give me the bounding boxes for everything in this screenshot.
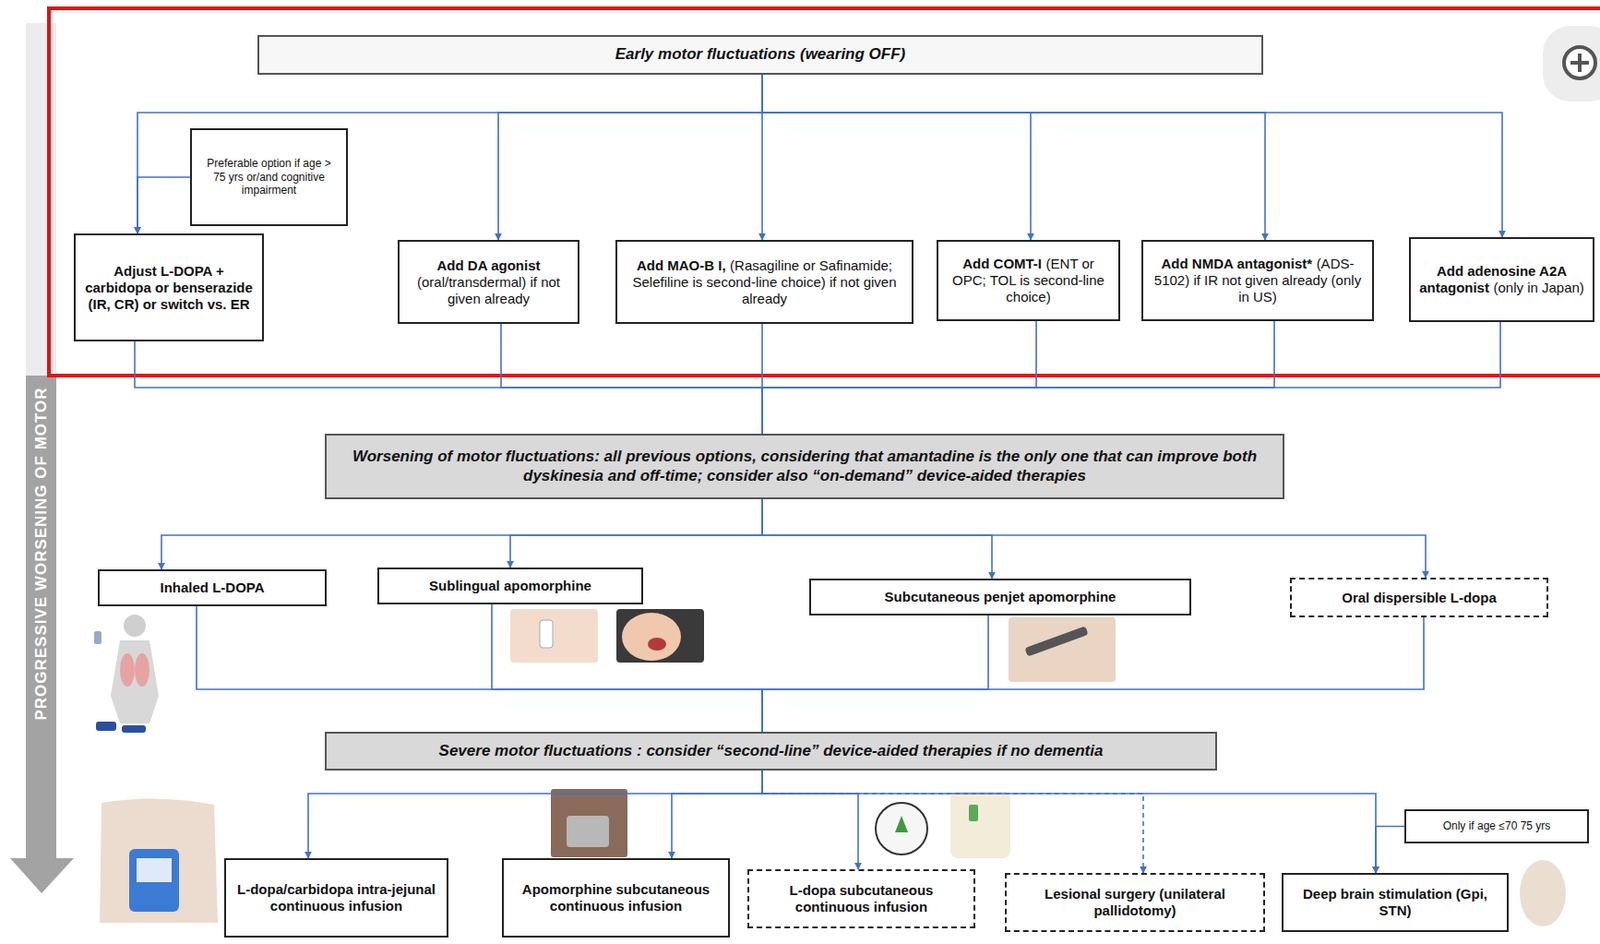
text-wrap: L-dopa/carbidopa intra-jejunal continuou… xyxy=(233,881,440,915)
box-text: Only if age ≤70 75 yrs xyxy=(1443,819,1552,833)
box-text: Add DA agonist xyxy=(406,257,571,275)
text-wrap: Add MAO-B I,(Rasagiline or Safinamide; S… xyxy=(624,257,905,308)
text-wrap: Add DA agonist(oral/transdermal) if not … xyxy=(406,257,571,308)
box-text: Adjust L-DOPA + carbidopa or benserazide… xyxy=(84,262,253,312)
box-text: Deep brain stimulation (Gpi, STN) xyxy=(1302,885,1488,919)
text-wrap: Early motor fluctuations (wearing OFF) xyxy=(615,45,907,64)
therapy-box: Lesional surgery (unilateral pallidotomy… xyxy=(1004,872,1266,932)
connector xyxy=(762,321,1037,434)
box-text: Inhaled L-DOPA xyxy=(159,579,264,596)
penjet-illustration xyxy=(1008,617,1116,682)
treatment-box: Add MAO-B I,(Rasagiline or Safinamide; S… xyxy=(615,239,914,324)
therapy-box: L-dopa/carbidopa intra-jejunal continuou… xyxy=(224,858,449,938)
head-illustration xyxy=(1519,859,1566,927)
pump-illustration xyxy=(99,798,218,923)
connector xyxy=(762,770,859,870)
box-text: Preferable option if age > 75 yrs or/and… xyxy=(206,156,331,197)
stage-band: Severe motor fluctuations : consider “se… xyxy=(324,731,1218,771)
box-text: Early motor fluctuations (wearing OFF) xyxy=(615,45,907,63)
inhaler-figure xyxy=(94,614,159,733)
connector xyxy=(762,499,992,579)
stage-band: Worsening of motor fluctuations: all pre… xyxy=(324,433,1285,500)
therapy-box: Subcutaneous penjet apomorphine xyxy=(809,578,1192,616)
connector xyxy=(501,323,763,434)
text-wrap: Subcutaneous penjet apomorphine xyxy=(884,588,1117,606)
box-text: Worsening of motor fluctuations: all pre… xyxy=(352,447,1257,484)
text-wrap: Lesional surgery (unilateral pallidotomy… xyxy=(1014,885,1256,920)
connector xyxy=(137,177,191,234)
box-text: L-dopa/carbidopa intra-jejunal continuou… xyxy=(237,881,436,914)
connector xyxy=(762,499,1426,578)
box-detail: (oral/transdermal) if not given already xyxy=(417,274,561,307)
progress-arrow xyxy=(10,23,74,894)
subcutaneous-device-illustration xyxy=(875,791,1011,859)
connector xyxy=(308,770,763,859)
connector xyxy=(762,322,1501,434)
apomorphine-pump-illustration xyxy=(550,788,628,858)
treatment-box: Add COMT-I(ENT or OPC; TOL is second-lin… xyxy=(936,239,1121,322)
connector xyxy=(137,74,763,234)
treatment-box: Add NMDA antagonist*(ADS-5102) if IR not… xyxy=(1141,239,1374,322)
connector xyxy=(762,770,1144,873)
box-detail: (only in Japan) xyxy=(1492,279,1584,296)
connector xyxy=(510,499,763,568)
text-wrap: Sublingual apomorphine xyxy=(429,577,592,595)
connector xyxy=(196,606,763,732)
text-wrap: Add COMT-I(ENT or OPC; TOL is second-lin… xyxy=(945,255,1111,306)
highlight-frame xyxy=(48,8,1600,376)
connector xyxy=(762,770,1376,873)
stage-header: Early motor fluctuations (wearing OFF) xyxy=(257,35,1264,75)
text-wrap: Severe motor fluctuations : consider “se… xyxy=(439,741,1104,761)
note-box: Only if age ≤70 75 yrs xyxy=(1404,809,1589,844)
zoom-icon xyxy=(1542,25,1600,102)
axis-label: PROGRESSIVE WORSENING OF MOTOR xyxy=(31,386,50,720)
box-text: Add MAO-B I, xyxy=(636,257,727,274)
box-text: Add COMT-I xyxy=(962,255,1042,272)
therapy-box: L-dopa subcutaneous continuous infusion xyxy=(747,869,976,929)
text-wrap: Apomorphine subcutaneous continuous infu… xyxy=(511,881,721,915)
connector xyxy=(498,74,763,240)
sublingual-illustration xyxy=(510,608,705,663)
treatment-box: Adjust L-DOPA + carbidopa or benserazide… xyxy=(73,233,264,342)
text-wrap: Inhaled L-DOPA xyxy=(159,579,264,597)
box-text: Lesional surgery (unilateral pallidotomy… xyxy=(1044,885,1226,919)
box-text: Apomorphine subcutaneous continuous infu… xyxy=(522,881,710,914)
connector xyxy=(762,615,989,732)
note-box: Preferable option if age > 75 yrs or/and… xyxy=(190,128,348,227)
connector xyxy=(671,770,763,859)
box-text: L-dopa subcutaneous continuous infusion xyxy=(789,882,934,915)
treatment-box: Add DA agonist(oral/transdermal) if not … xyxy=(397,239,580,324)
text-wrap: Only if age ≤70 75 yrs xyxy=(1443,819,1552,833)
treatment-box: Add adenosine A2A antagonist(only in Jap… xyxy=(1408,237,1595,323)
text-wrap: Adjust L-DOPA + carbidopa or benserazide… xyxy=(83,262,255,313)
connector xyxy=(161,499,763,570)
connector xyxy=(762,617,1424,732)
text-wrap: Preferable option if age > 75 yrs or/and… xyxy=(199,156,339,197)
therapy-box: Deep brain stimulation (Gpi, STN) xyxy=(1281,872,1509,932)
therapy-box: Sublingual apomorphine xyxy=(377,567,644,605)
text-wrap: L-dopa subcutaneous continuous infusion xyxy=(756,882,967,916)
text-wrap: Add NMDA antagonist*(ADS-5102) if IR not… xyxy=(1150,255,1365,306)
text-wrap: Add adenosine A2A antagonist(only in Jap… xyxy=(1418,262,1586,297)
therapy-box: Apomorphine subcutaneous continuous infu… xyxy=(501,858,730,938)
connector xyxy=(491,604,763,732)
text-wrap: Worsening of motor fluctuations: all pre… xyxy=(334,447,1276,486)
text-wrap: Deep brain stimulation (Gpi, STN) xyxy=(1290,885,1500,920)
box-text: Sublingual apomorphine xyxy=(429,577,592,594)
therapy-box: Oral dispersible L-dopa xyxy=(1289,577,1549,618)
connector xyxy=(1375,826,1405,874)
box-text: Subcutaneous penjet apomorphine xyxy=(884,588,1117,605)
connector xyxy=(762,74,1266,240)
text-wrap: Oral dispersible L-dopa xyxy=(1341,589,1497,607)
box-text: Add NMDA antagonist* xyxy=(1161,255,1314,272)
connector xyxy=(762,74,1503,238)
box-text: Severe motor fluctuations : consider “se… xyxy=(439,741,1104,760)
connector xyxy=(762,74,1031,240)
therapy-box: Inhaled L-DOPA xyxy=(97,569,327,607)
box-text: Oral dispersible L-dopa xyxy=(1341,589,1497,606)
connector xyxy=(762,321,1275,434)
